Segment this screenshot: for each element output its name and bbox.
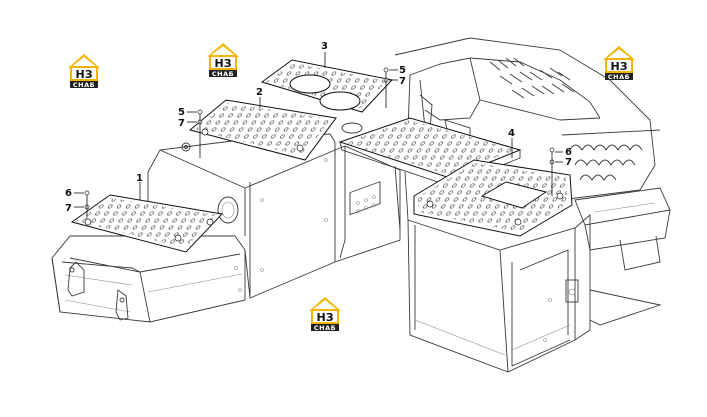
plate-2: [188, 99, 337, 161]
plate-4: [413, 159, 573, 237]
plate-3: [260, 59, 393, 113]
leader-lines: [74, 52, 563, 208]
svg-text:НЗ: НЗ: [610, 60, 627, 73]
svg-text:СНАБ: СНАБ: [73, 81, 95, 89]
watermark-logo-3: НЗ СНАБ: [603, 46, 635, 81]
svg-text:НЗ: НЗ: [214, 57, 231, 70]
engine-fins: [561, 129, 661, 181]
callout-1: 1: [136, 173, 143, 184]
svg-text:НЗ: НЗ: [75, 68, 92, 81]
callout-6-right: 6: [565, 147, 572, 158]
engine-hood: [394, 37, 671, 326]
callout-5-right: 5: [399, 65, 406, 76]
callout-6-left: 6: [65, 188, 72, 199]
right-cabinet: [407, 214, 591, 373]
callout-7-far-left: 7: [65, 203, 72, 214]
callout-numbers: 1 2 3 4 5 7 5 7 6 7 6 7: [65, 41, 572, 214]
svg-text:СНАБ: СНАБ: [212, 70, 234, 78]
callout-3: 3: [321, 41, 328, 52]
plate-1: [70, 194, 224, 253]
center-tank: [147, 122, 363, 299]
fasteners: [84, 67, 555, 218]
hood-vents: [489, 57, 575, 99]
callout-7-left: 7: [178, 118, 185, 129]
left-box: [51, 235, 246, 323]
watermark-logo-1: НЗ СНАБ: [68, 54, 100, 89]
callout-5-left: 5: [178, 107, 185, 118]
svg-text:СНАБ: СНАБ: [314, 324, 336, 332]
callout-7-far-right: 7: [565, 157, 572, 168]
callout-4: 4: [508, 128, 515, 139]
watermark-logo-4: НЗ СНАБ: [309, 297, 341, 332]
svg-text:СНАБ: СНАБ: [608, 73, 630, 81]
svg-text:НЗ: НЗ: [316, 311, 333, 324]
middle-box: [334, 145, 409, 263]
callout-7-right: 7: [399, 76, 406, 87]
watermark-logo-2: НЗ СНАБ: [207, 43, 239, 78]
callout-2: 2: [256, 87, 263, 98]
